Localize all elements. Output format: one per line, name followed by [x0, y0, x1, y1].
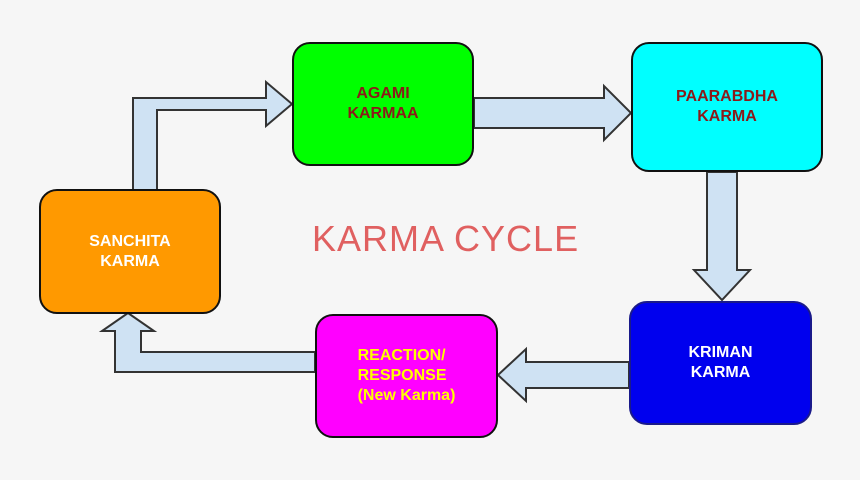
node-label-line: SANCHITA: [89, 232, 171, 250]
kriman-karma-node: KRIMAN KARMA: [629, 301, 812, 425]
diagram-title: KARMA CYCLE: [312, 218, 580, 259]
node-label-line: REACTION/: [357, 347, 446, 364]
reaction-response-node: REACTION/ RESPONSE (New Karma): [315, 314, 498, 438]
node-label-line: KRIMAN: [688, 344, 753, 361]
node-label-line: KARMA: [697, 108, 757, 125]
paarabdha-karma-node: PAARABDHA KARMA: [631, 42, 823, 172]
arrow-agami-to-paarabdha: [473, 83, 633, 143]
node-label-line: KARMAA: [347, 105, 419, 122]
agami-karmaa-node: AGAMI KARMAA: [292, 42, 474, 166]
node-label-line: AGAMI: [356, 85, 410, 102]
arrow-reaction-to-sanchita: [98, 311, 316, 373]
node-label-line: KARMA: [100, 252, 160, 270]
node-label-line: KARMA: [690, 364, 751, 381]
arrow-paarabdha-to-kriman: [691, 171, 753, 302]
arrow-kriman-to-reaction: [496, 346, 630, 404]
sanchita-karma-node: SANCHITA KARMA: [39, 189, 221, 314]
node-label-line: RESPONSE: [357, 367, 447, 384]
node-label-line: PAARABDHA: [676, 88, 778, 105]
node-label-line: (New Karma): [357, 387, 456, 404]
arrow-sanchita-to-agami: [132, 79, 294, 191]
